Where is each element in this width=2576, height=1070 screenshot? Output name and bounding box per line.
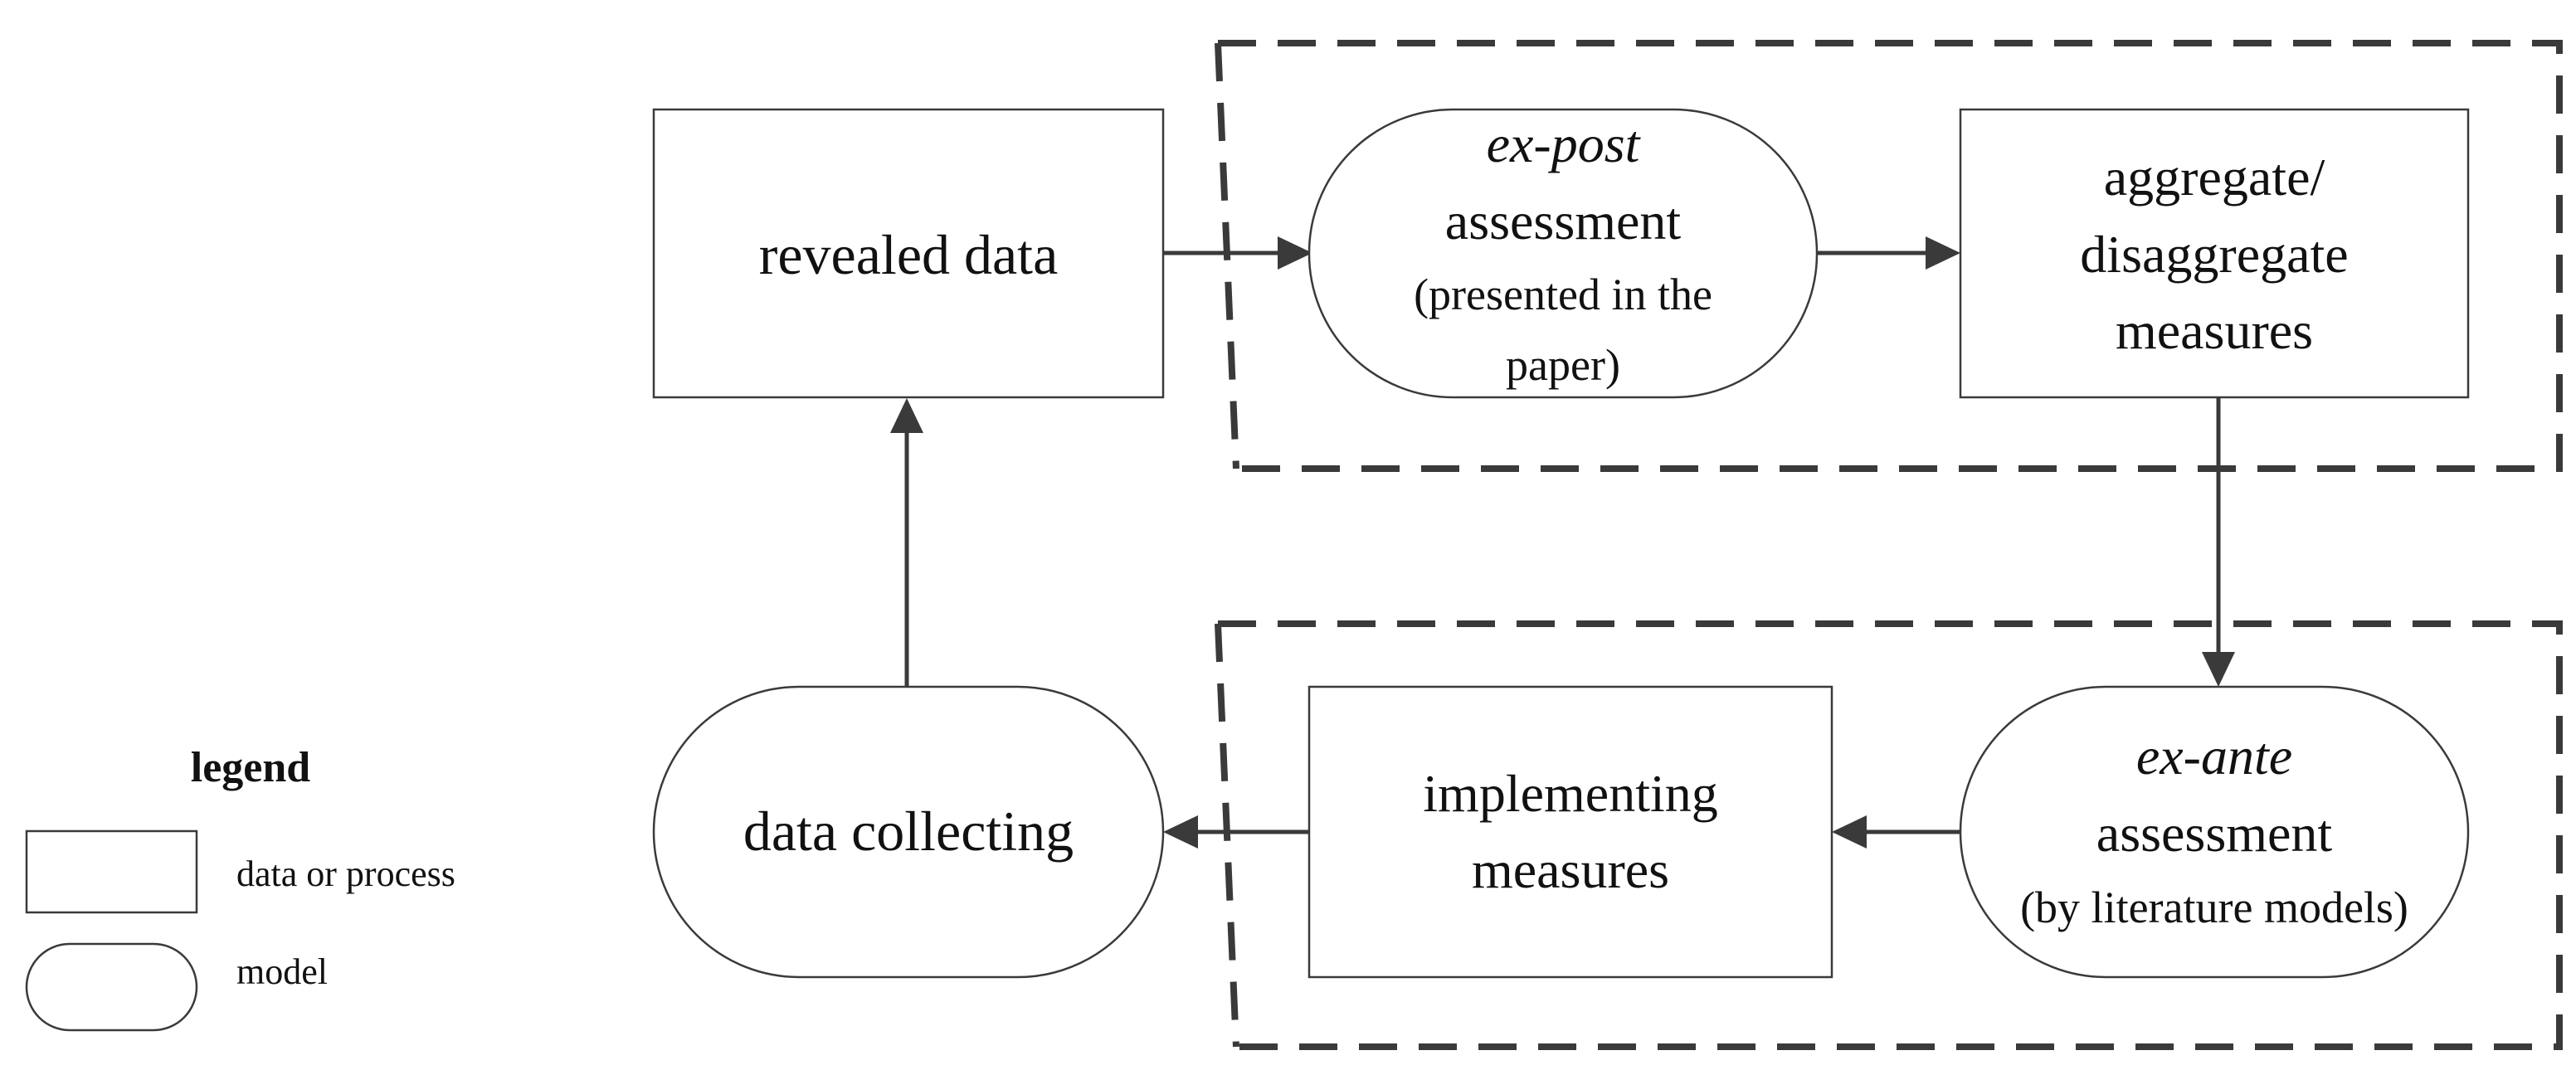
legend-pill-label: model xyxy=(236,951,328,992)
edge-aggregate-to-exante xyxy=(2202,396,2235,687)
group-ex-post xyxy=(1215,40,2563,472)
ex-post-line4: paper) xyxy=(1506,340,1620,390)
aggregate-line1: aggregate/ xyxy=(2104,148,2325,207)
edge-revealed-to-expost xyxy=(1163,236,1312,270)
ex-ante-line3: (by literature models) xyxy=(2020,883,2408,932)
ex-post-line3: (presented in the xyxy=(1414,270,1712,319)
node-ex-post-assessment: ex-post assessment (presented in the pap… xyxy=(1307,108,1819,399)
edge-expost-to-aggregate xyxy=(1817,236,1960,270)
implementing-line2: measures xyxy=(1472,840,1669,899)
node-revealed-data: revealed data xyxy=(652,108,1165,399)
node-data-collecting: data collecting xyxy=(652,685,1165,979)
node-aggregate-measures: aggregate/ disaggregate measures xyxy=(1959,108,2470,399)
group-ex-ante xyxy=(1215,620,2563,1050)
legend-rect-label: data or process xyxy=(236,854,455,894)
legend: legend data or process model xyxy=(25,744,455,1032)
ex-post-line2: assessment xyxy=(1445,192,1682,250)
ex-ante-title: ex-ante xyxy=(2136,727,2292,785)
node-revealed-data-label: revealed data xyxy=(759,223,1059,286)
node-ex-ante-assessment: ex-ante assessment (by literature models… xyxy=(1959,685,2470,979)
edge-exante-to-implementing xyxy=(1832,815,1960,849)
aggregate-line2: disaggregate xyxy=(2080,225,2348,284)
ex-post-title: ex-post xyxy=(1487,114,1642,173)
implementing-line1: implementing xyxy=(1423,764,1718,823)
node-implementing-measures: implementing measures xyxy=(1307,685,1833,979)
ex-ante-line2: assessment xyxy=(2096,804,2333,863)
node-data-collecting-label: data collecting xyxy=(743,800,1074,863)
legend-rect-swatch xyxy=(25,829,198,914)
aggregate-line3: measures xyxy=(2116,301,2313,360)
edge-collecting-to-revealed xyxy=(890,398,923,687)
edge-implementing-to-collecting xyxy=(1163,815,1309,849)
legend-title: legend xyxy=(191,744,311,791)
legend-pill-swatch xyxy=(25,942,198,1032)
